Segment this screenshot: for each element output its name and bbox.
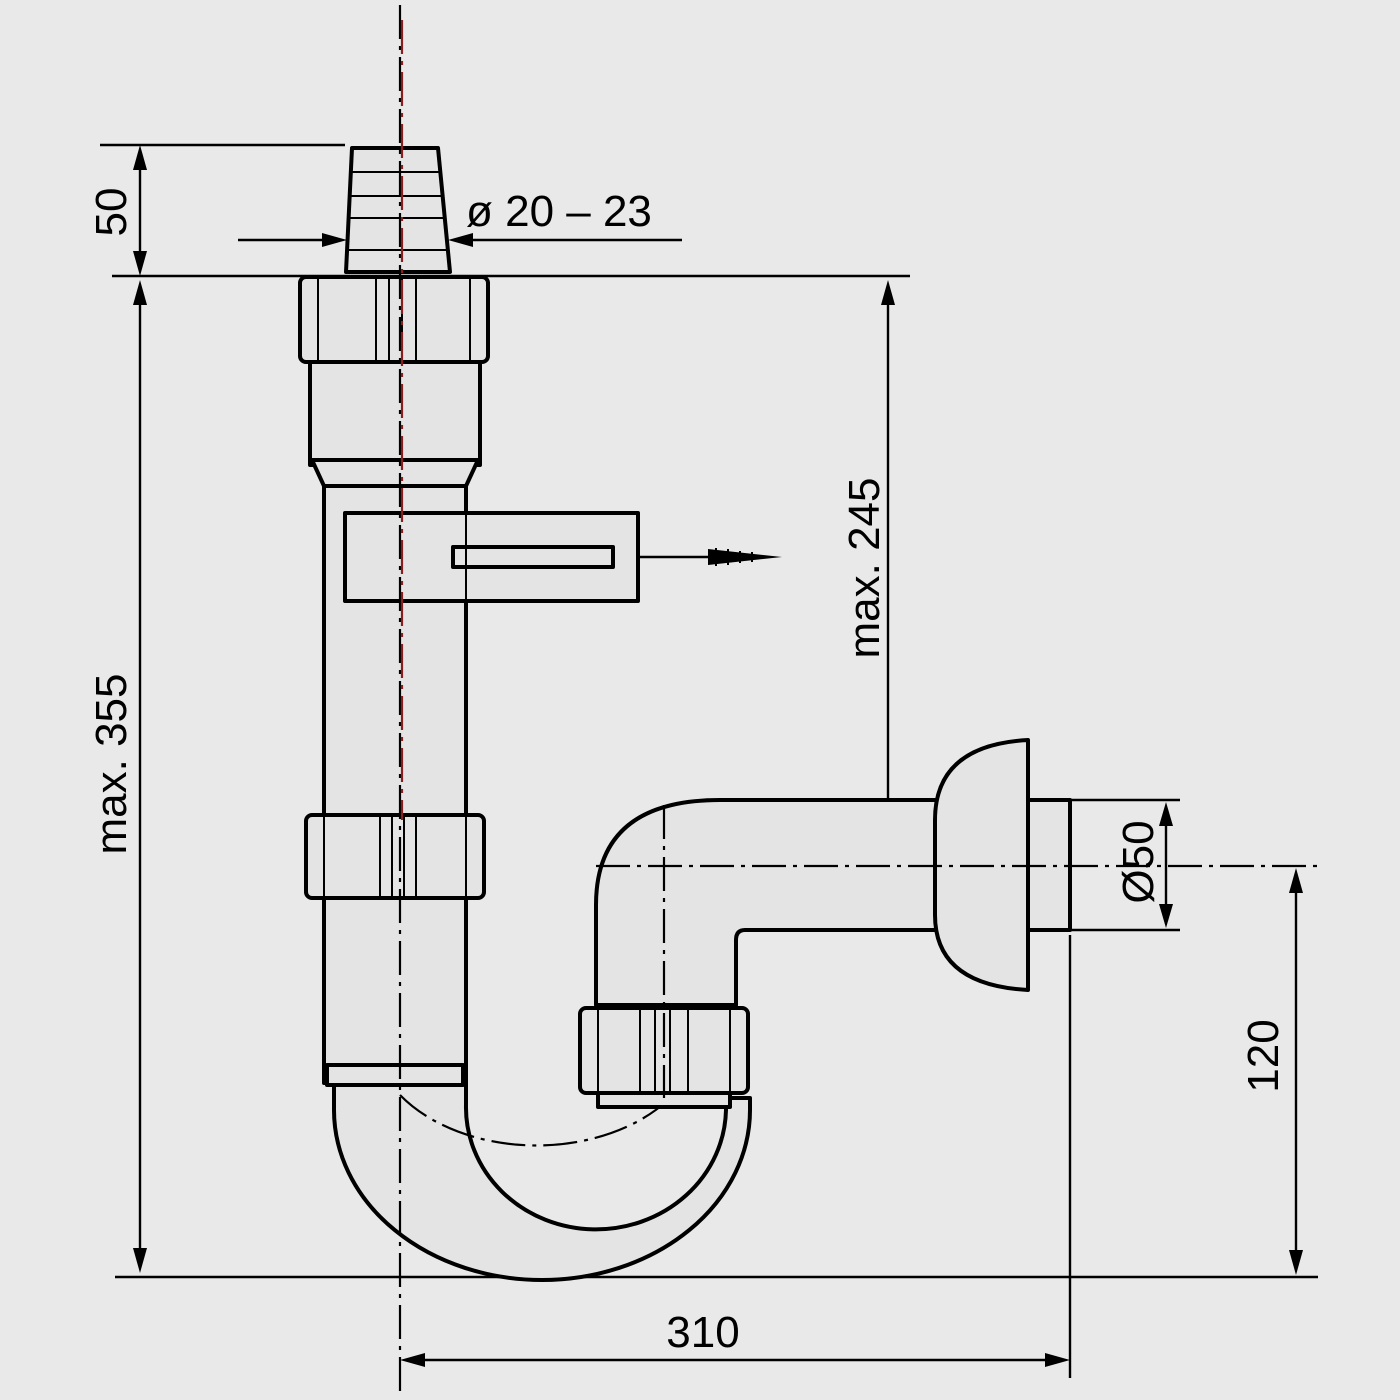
dim-line-50 bbox=[133, 145, 147, 276]
wall-screw-tip bbox=[708, 549, 782, 565]
label-outlet-diameter: Ø50 bbox=[1114, 820, 1163, 903]
dim-line-355 bbox=[133, 280, 147, 1273]
upper-union-nut bbox=[298, 275, 490, 364]
label-nozzle-diameter: ø 20 – 23 bbox=[466, 187, 652, 236]
label-outlet-height: 120 bbox=[1239, 1019, 1288, 1092]
dim-line-d50 bbox=[1159, 802, 1173, 928]
lower-tube-ring bbox=[325, 1063, 465, 1087]
upper-connector-taper bbox=[310, 458, 480, 488]
label-overall-width: 310 bbox=[666, 1308, 739, 1357]
hose-nozzle-ribs bbox=[347, 171, 448, 251]
hose-nozzle bbox=[344, 146, 452, 274]
label-overall-height: max. 355 bbox=[87, 674, 136, 855]
dim-line-nozzle-diameter bbox=[238, 233, 682, 247]
dim-line-310 bbox=[400, 1353, 1070, 1367]
upper-connector-body bbox=[308, 358, 482, 467]
label-inlet-outlet-height: max. 245 bbox=[840, 478, 889, 659]
lower-union-nut bbox=[304, 813, 486, 900]
outlet-bend-pipe bbox=[594, 798, 942, 1007]
u-bend bbox=[332, 1078, 752, 1282]
wall-screw-thread bbox=[715, 548, 753, 566]
extension-lines bbox=[100, 143, 1318, 1378]
u-bend-centerline bbox=[399, 1094, 669, 1147]
dim-line-120 bbox=[1289, 868, 1303, 1275]
bracket-slot bbox=[451, 545, 615, 569]
label-nozzle-height: 50 bbox=[87, 188, 136, 237]
